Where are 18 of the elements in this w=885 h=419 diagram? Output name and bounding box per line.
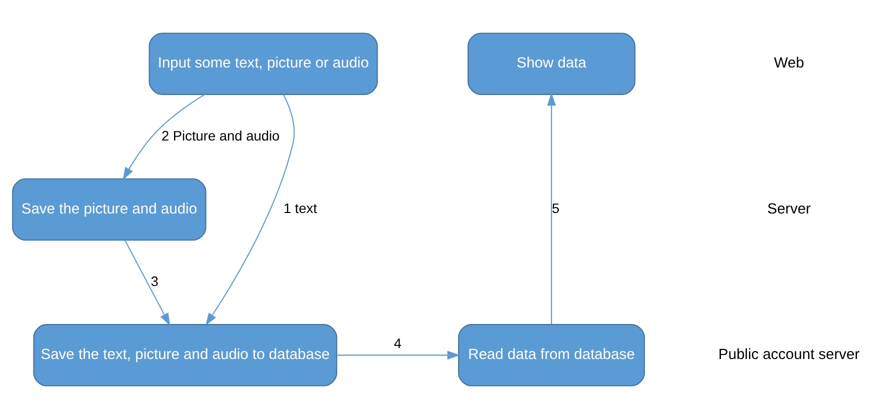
edge-label: 1 text bbox=[283, 201, 318, 216]
node-box: Input some text, picture or audio bbox=[148, 32, 378, 95]
edge-label: 3 bbox=[150, 274, 158, 289]
edge-label: 4 bbox=[394, 336, 402, 352]
arrow bbox=[547, 92, 556, 324]
label: Web bbox=[774, 56, 804, 72]
edge-label: 5 bbox=[552, 201, 560, 216]
label: Public account server bbox=[718, 347, 860, 364]
arrow bbox=[336, 350, 460, 360]
node-box: Show data bbox=[468, 32, 636, 95]
label: Server bbox=[767, 201, 811, 218]
arrow bbox=[205, 94, 295, 326]
node-box: Read data from database bbox=[458, 324, 645, 386]
node-box: Save the picture and audio bbox=[12, 178, 206, 241]
edge-label: 2 Picture and audio bbox=[161, 128, 280, 144]
arrow bbox=[122, 94, 206, 180]
node-box: Save the text, picture and audio to database bbox=[33, 324, 338, 386]
arrow bbox=[124, 240, 170, 326]
